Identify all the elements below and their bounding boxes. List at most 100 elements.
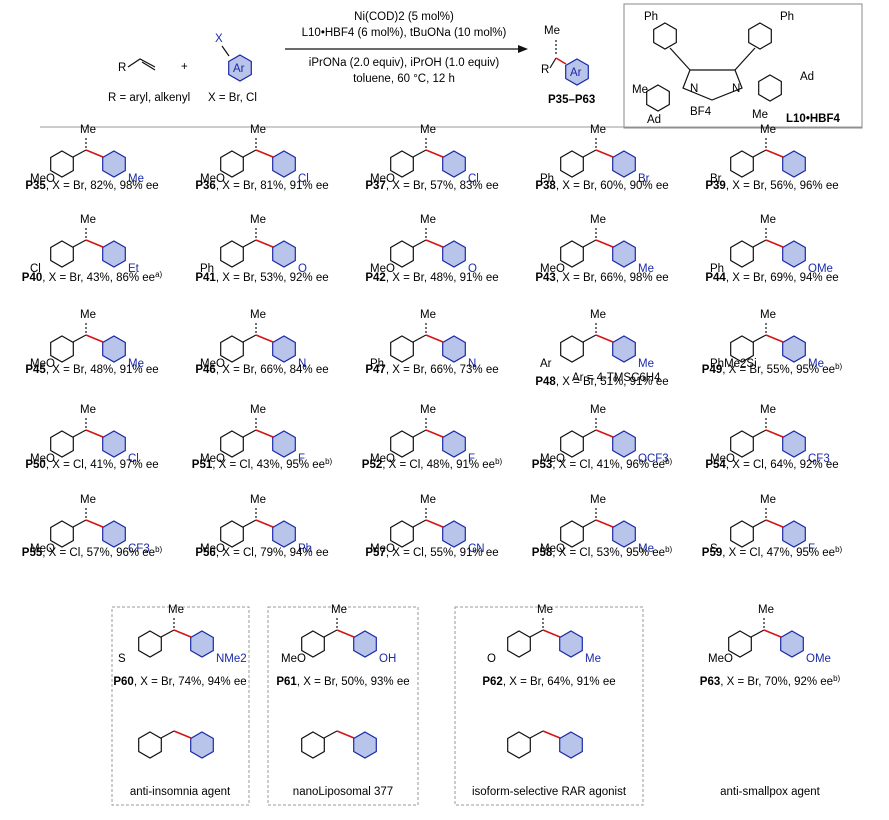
methyl-label: Me: [590, 404, 606, 416]
compound-caption: P60, X = Br, 74%, 94% ee: [113, 676, 246, 688]
methyl-label: Me: [537, 604, 553, 616]
right-substituent: Me: [638, 263, 654, 275]
left-substituent: MeO: [708, 653, 733, 665]
compound-application: isoform-selective RAR agonist: [472, 786, 627, 798]
right-substituent: OCF3: [638, 453, 669, 465]
right-substituent: F: [298, 453, 305, 465]
right-substituent: OH: [379, 653, 396, 665]
compound-application: anti-smallpox agent: [720, 786, 821, 798]
right-substituent: CN: [468, 543, 485, 555]
methyl-label: Me: [590, 214, 606, 226]
condition-line-1: Ni(COD)2 (5 mol%): [354, 11, 454, 23]
methyl-label: Me: [590, 124, 606, 136]
right-substituent: F: [468, 453, 475, 465]
ligand-ph-right: Ph: [780, 11, 794, 23]
right-substituent: OMe: [806, 653, 831, 665]
left-substituent: Cl: [30, 263, 41, 275]
ligand-ad-right: Ad: [800, 71, 814, 83]
methyl-label: Me: [760, 214, 776, 226]
alkene-reagent: R R = aryl, alkenyl: [108, 58, 190, 104]
methyl-label: Me: [250, 404, 266, 416]
compound-caption: P47, X = Br, 66%, 73% ee: [365, 364, 498, 376]
methyl-label: Me: [80, 124, 96, 136]
left-substituent: MeO: [370, 263, 395, 275]
methyl-label: Me: [420, 404, 436, 416]
right-substituent: Ph: [298, 543, 312, 555]
ligand-n-right: N: [732, 83, 740, 95]
product-r: R: [541, 64, 549, 76]
left-substituent: S: [118, 653, 126, 665]
left-substituent: S: [710, 543, 718, 555]
panel-p62: [454, 606, 644, 806]
product-me: Me: [544, 25, 560, 37]
methyl-label: Me: [420, 214, 436, 226]
compound-caption: P38, X = Br, 60%, 90% ee: [535, 180, 668, 192]
ligand-label: L10•HBF4: [786, 113, 840, 125]
right-substituent: CF3: [808, 453, 830, 465]
compound-caption: P43, X = Br, 66%, 98% ee: [535, 272, 668, 284]
ligand-ph-left: Ph: [644, 11, 658, 23]
methyl-label: Me: [80, 214, 96, 226]
ligand-box: Ph Ph N N Me Me Ad Ad BF4 L10•HBF4: [623, 3, 863, 129]
condition-line-4: toluene, 60 °C, 12 h: [353, 73, 455, 85]
methyl-label: Me: [590, 494, 606, 506]
compound-caption: P48, X = Br, 51%, 91% ee: [535, 376, 668, 388]
left-substituent: MeO: [200, 358, 225, 370]
compound-caption: P53, X = Cl, 41%, 96% eeb): [532, 457, 673, 471]
methyl-label: Me: [168, 604, 184, 616]
right-substituent: N: [298, 358, 306, 370]
ligand-me-left: Me: [632, 84, 648, 96]
left-substituent: MeO: [540, 543, 565, 555]
compound-caption: P40, X = Br, 43%, 86% eea): [22, 270, 163, 284]
left-substituent: Br: [710, 173, 722, 185]
methyl-label: Me: [420, 494, 436, 506]
compound-caption: P39, X = Br, 56%, 96% ee: [705, 180, 838, 192]
left-substituent: MeO: [30, 173, 55, 185]
left-substituent: MeO: [30, 543, 55, 555]
ligand-me-right: Me: [752, 109, 768, 121]
methyl-label: Me: [250, 494, 266, 506]
compound-caption: P61, X = Br, 50%, 93% ee: [276, 676, 409, 688]
left-substituent: MeO: [370, 543, 395, 555]
left-substituent: MeO: [370, 173, 395, 185]
header: R R = aryl, alkenyl + X Ar X = Br, Cl Ni…: [108, 3, 863, 129]
right-substituent: OMe: [808, 263, 833, 275]
right-substituent: Me: [808, 358, 824, 370]
condition-line-2: L10•HBF4 (6 mol%), tBuONa (10 mol%): [302, 27, 507, 39]
right-substituent: Et: [128, 263, 140, 275]
left-substituent: PhMe2Si: [710, 358, 757, 370]
compound-caption: P37, X = Br, 57%, 83% ee: [365, 180, 498, 192]
compound-caption: P55, X = Cl, 57%, 96% eeb): [22, 545, 163, 559]
compound-caption: P41, X = Br, 53%, 92% ee: [195, 272, 328, 284]
methyl-label: Me: [760, 494, 776, 506]
right-substituent: Me: [638, 358, 654, 370]
compound-caption: P62, X = Br, 64%, 91% ee: [482, 676, 615, 688]
right-substituent: Me: [128, 358, 144, 370]
aryl-halide-x: X: [215, 33, 223, 45]
methyl-label: Me: [80, 494, 96, 506]
condition-line-3: iPrONa (2.0 equiv), iPrOH (1.0 equiv): [309, 57, 500, 69]
left-substituent: Ph: [540, 173, 554, 185]
left-substituent: MeO: [200, 453, 225, 465]
methyl-label: Me: [760, 309, 776, 321]
right-substituent: O: [298, 263, 307, 275]
right-substituent: Br: [638, 173, 650, 185]
